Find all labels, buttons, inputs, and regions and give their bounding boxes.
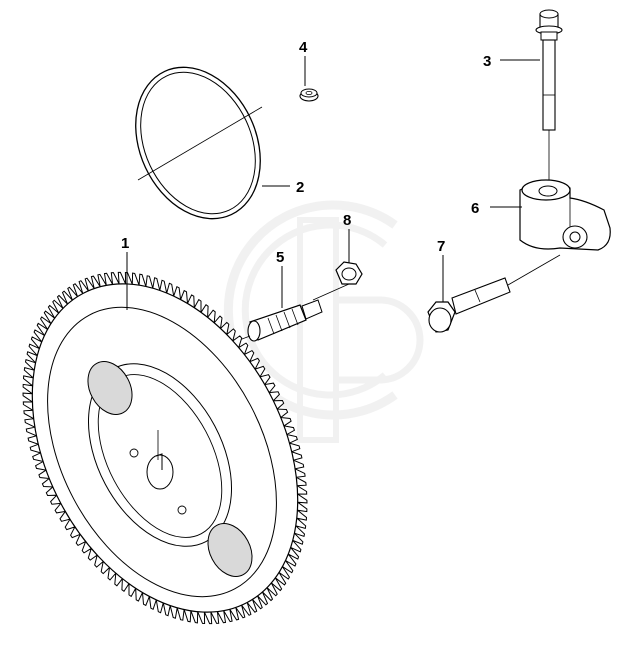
small-nut-part xyxy=(299,88,319,102)
nut-part xyxy=(312,261,363,301)
callout-labels: 1 2 3 4 5 6 7 8 xyxy=(121,39,491,266)
bracket-part xyxy=(519,179,611,251)
callout-5: 5 xyxy=(276,249,284,266)
callout-4: 4 xyxy=(299,39,308,56)
callout-2: 2 xyxy=(296,179,304,196)
o-ring-part xyxy=(135,66,263,220)
callout-3: 3 xyxy=(483,53,491,70)
gear-part xyxy=(22,271,308,625)
callout-7: 7 xyxy=(437,238,445,255)
watermark-logo-icon xyxy=(223,200,424,443)
stud-part xyxy=(217,299,323,349)
callout-8: 8 xyxy=(343,212,351,229)
callout-6: 6 xyxy=(471,200,479,217)
long-bolt-part xyxy=(535,9,563,185)
hex-bolt-part xyxy=(427,254,561,333)
callout-1: 1 xyxy=(121,235,129,252)
leader-lines xyxy=(126,56,540,310)
